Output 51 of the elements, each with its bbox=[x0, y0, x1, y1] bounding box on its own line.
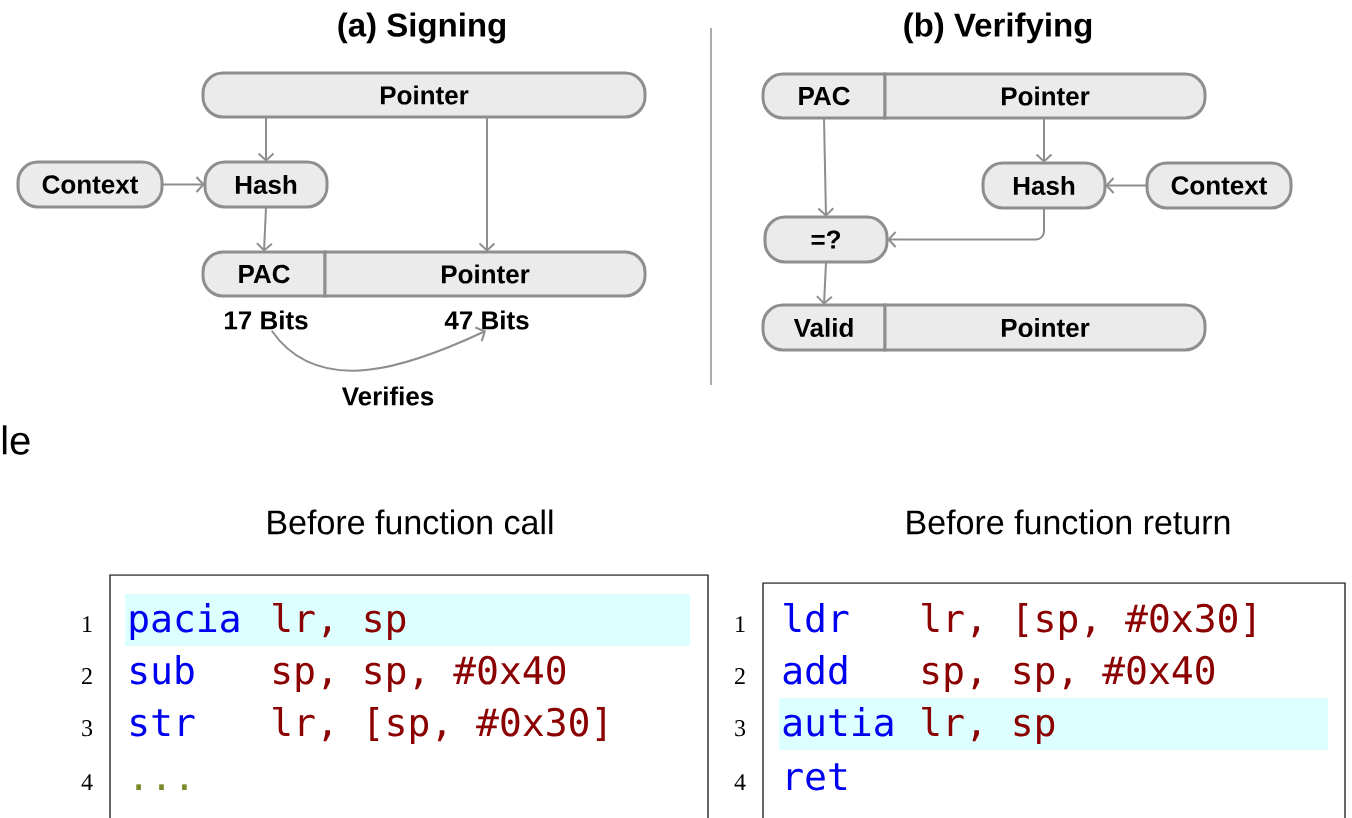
line-number: 4 bbox=[81, 774, 93, 790]
listing-heading: Before function call bbox=[268, 509, 553, 535]
code-text: str bbox=[131, 709, 195, 737]
listing-heading: Before function return bbox=[907, 509, 1230, 535]
rounded-box: Context bbox=[16, 160, 164, 209]
arrow bbox=[161, 176, 205, 193]
rounded-box: Pointer bbox=[201, 71, 647, 119]
bit-width-text: 17 Bits bbox=[225, 310, 308, 330]
arrow bbox=[257, 116, 275, 162]
line-number: 2 bbox=[82, 668, 92, 684]
line-number: 4 bbox=[734, 774, 746, 790]
edge-label: Verifies bbox=[339, 384, 437, 408]
code-text: lr, [sp, #0x30] bbox=[922, 602, 1254, 640]
bar-segment: Pointer bbox=[883, 303, 1207, 352]
line-number: 3 bbox=[735, 720, 746, 737]
rounded-box: Context bbox=[1145, 161, 1293, 210]
arrow bbox=[817, 117, 835, 217]
rounded-box: Hash bbox=[981, 161, 1107, 210]
text-fragment: le bbox=[2, 425, 30, 455]
arrow bbox=[887, 207, 1045, 248]
arrow bbox=[1035, 117, 1053, 163]
panel-title: (b) Verifying bbox=[904, 12, 1092, 44]
code-text: ldr bbox=[784, 602, 849, 633]
code-text: ... bbox=[136, 784, 187, 790]
bar-segment: Pointer bbox=[883, 72, 1207, 120]
code-text: sp, sp, #0x40 bbox=[923, 655, 1215, 692]
arrow bbox=[255, 206, 273, 252]
line-number: 1 bbox=[736, 616, 745, 632]
code-text: autia bbox=[783, 707, 893, 737]
code-text: ret bbox=[787, 763, 847, 791]
bar-segment: Pointer bbox=[323, 250, 647, 298]
code-text: lr, sp bbox=[922, 706, 1055, 744]
line-number: 2 bbox=[735, 668, 745, 684]
rounded-box: Hash bbox=[203, 160, 329, 209]
bar-segment: PAC bbox=[761, 72, 887, 120]
line-number: 1 bbox=[83, 616, 92, 632]
code-text: lr, sp bbox=[273, 602, 406, 640]
bit-width-text: 47 Bits bbox=[444, 310, 529, 330]
code-text: add bbox=[783, 655, 847, 685]
line-number: 3 bbox=[82, 720, 93, 737]
curved-arrow bbox=[270, 326, 487, 372]
code-text: pacia bbox=[130, 603, 239, 640]
code-text: lr, [sp, #0x30] bbox=[273, 706, 605, 744]
arrow bbox=[478, 116, 496, 252]
code-text: sub bbox=[131, 655, 194, 685]
rounded-box: =? bbox=[763, 215, 889, 264]
bar-segment: Valid bbox=[761, 303, 887, 352]
bar-segment: PAC bbox=[201, 250, 327, 298]
arrow bbox=[815, 261, 833, 305]
code-text: sp, sp, #0x40 bbox=[274, 655, 566, 692]
arrow bbox=[1105, 177, 1148, 194]
